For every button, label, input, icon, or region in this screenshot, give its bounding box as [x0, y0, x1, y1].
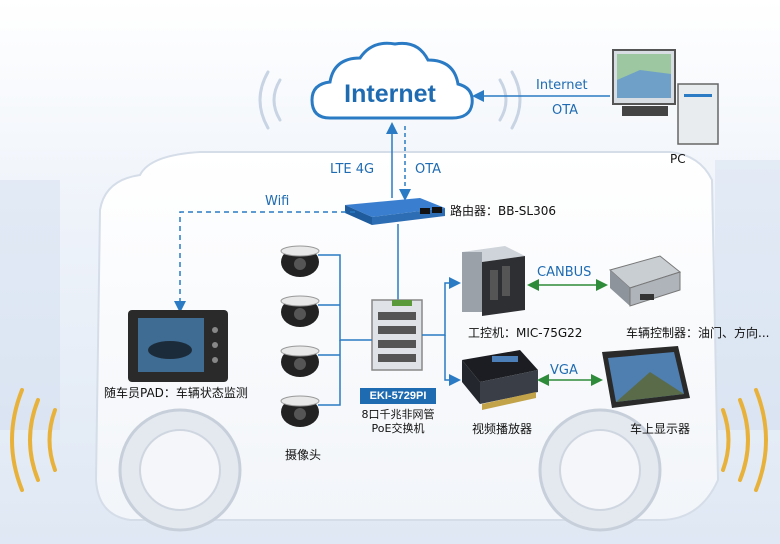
camera-links	[318, 254, 372, 406]
wheels	[118, 408, 662, 532]
camera-icons	[280, 245, 320, 427]
lte-label: LTE 4G	[330, 162, 375, 177]
router-icon	[345, 198, 445, 225]
vehicle-controller-label: 车辆控制器：油门、方向...	[626, 326, 770, 340]
pc-label: PC	[670, 152, 686, 166]
vga-label: VGA	[550, 363, 578, 378]
switch-model-label: EKI-5729PI	[360, 388, 436, 404]
pc-icon	[612, 49, 719, 145]
cameras-label: 摄像头	[285, 448, 322, 462]
display-icon	[602, 346, 690, 408]
canbus-label: CANBUS	[537, 265, 592, 280]
sensor-arcs	[10, 388, 768, 492]
ota-pc-label: OTA	[552, 103, 579, 118]
internet-cloud-label: Internet	[344, 80, 436, 108]
display-label: 车上显示器	[630, 422, 691, 436]
video-player-label: 视频播放器	[472, 422, 533, 436]
video-player-icon	[462, 350, 538, 410]
switch-desc-1: 8口千兆非网管	[361, 408, 435, 421]
ipc-icon	[462, 246, 525, 316]
switch-desc-2: PoE交换机	[371, 422, 425, 435]
ota-router-label: OTA	[415, 162, 442, 177]
router-label: 路由器：BB-SL306	[450, 204, 557, 218]
ipc-label: 工控机：MIC-75G22	[468, 326, 583, 340]
sky-arcs	[258, 70, 522, 130]
switch-links	[422, 277, 461, 386]
pad-icon	[128, 310, 228, 382]
vehicle-controller-icon	[608, 255, 682, 307]
wifi-label: Wifi	[265, 194, 290, 209]
pad-label: 随车员PAD：车辆状态监测	[104, 386, 248, 400]
switch-icon	[371, 299, 423, 371]
background-buildings	[0, 160, 780, 430]
internet-link-label: Internet	[536, 78, 588, 93]
